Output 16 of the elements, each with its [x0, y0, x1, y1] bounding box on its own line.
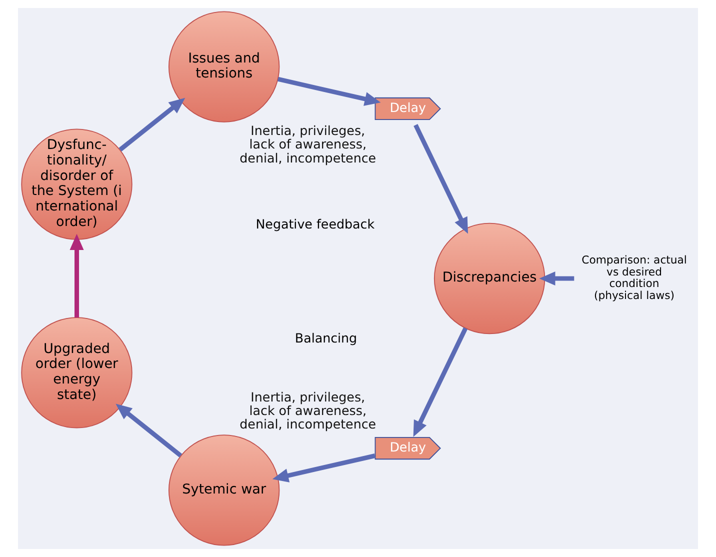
arrow [414, 124, 468, 234]
arrow [70, 234, 84, 318]
node-label: Inertia, privileges, lack of awareness, denial, incompetence [240, 123, 376, 166]
arrow [277, 76, 381, 106]
node-text: Comparison: actual vs desired condition (physical laws) [582, 254, 687, 302]
arrow [116, 404, 182, 458]
label: Balancing [294, 330, 358, 346]
node-label: Inertia, privileges, lack of awareness, denial, incompetence [240, 389, 376, 432]
arrow [118, 98, 186, 152]
arrow [272, 454, 376, 482]
node-circle: Dysfunc- tionality/ disorder of the System (international order) [21, 128, 132, 240]
node-circle: Sytemic war [168, 434, 280, 546]
label: Negative feedback [256, 216, 375, 232]
node-circle: Discrepancies [434, 222, 546, 334]
arrow [539, 271, 574, 286]
arrow [413, 327, 468, 437]
